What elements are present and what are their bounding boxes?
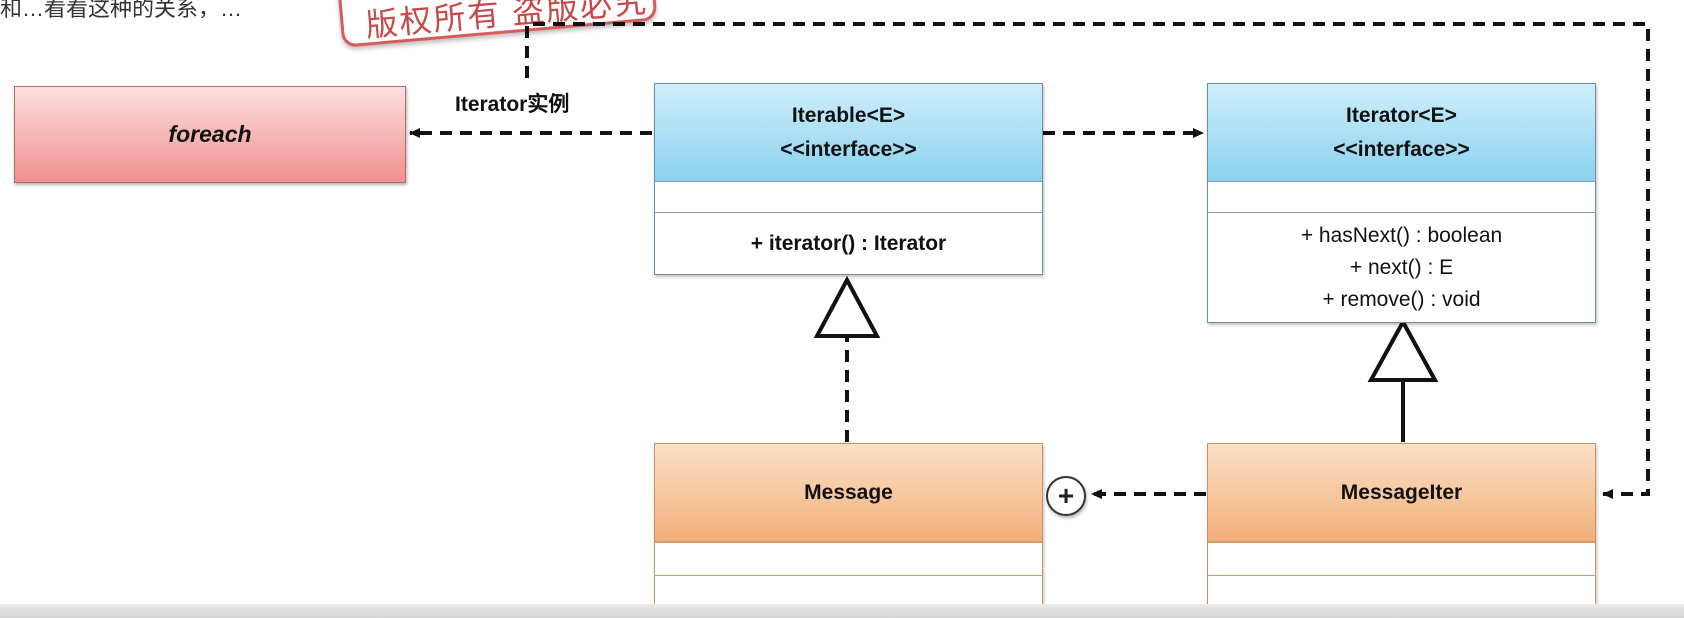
message-name: Message (804, 480, 893, 504)
iterator-header: Iterator<E> <<interface>> (1208, 84, 1595, 181)
message-attributes (655, 542, 1042, 575)
iterator-operations: + hasNext() : boolean + next() : E + rem… (1208, 212, 1595, 322)
messageiter-operations (1208, 575, 1595, 607)
messageiter-header: MessageIter (1208, 444, 1595, 542)
iterable-header: Iterable<E> <<interface>> (655, 84, 1042, 181)
realization-triangle-iterable (813, 275, 881, 338)
iterable-operation: + iterator() : Iterator (750, 231, 947, 255)
foreach-label: foreach (168, 121, 252, 147)
messageiter-class-box: MessageIter (1207, 443, 1596, 608)
iterator-operation: + remove() : void (1322, 287, 1481, 311)
nesting-plus-icon: + (1046, 476, 1086, 516)
iterable-operations: + iterator() : Iterator (655, 212, 1042, 274)
iterable-attributes (655, 181, 1042, 212)
iterator-attributes (1208, 181, 1595, 212)
foreach-node: foreach (14, 86, 406, 183)
iterator-operation: + hasNext() : boolean (1300, 223, 1503, 247)
iterator-name: Iterator<E> (1346, 103, 1457, 127)
iterator-stereotype: <<interface>> (1333, 137, 1470, 161)
iterable-interface-box: Iterable<E> <<interface>> + iterator() :… (654, 83, 1043, 275)
messageiter-name: MessageIter (1340, 480, 1463, 504)
iterator-instance-label: Iterator实例 (455, 93, 570, 116)
bottom-edge (0, 604, 1684, 618)
messageiter-attributes (1208, 542, 1595, 575)
message-header: Message (655, 444, 1042, 542)
iterable-stereotype: <<interface>> (780, 137, 917, 161)
edge-loop-to-messageiter (525, 22, 1650, 499)
message-operations (655, 575, 1042, 607)
iterator-interface-box: Iterator<E> <<interface>> + hasNext() : … (1207, 83, 1596, 323)
top-caption: 和…看看这种的关系，… (0, 0, 243, 18)
realization-triangle-iterator (1367, 317, 1439, 382)
iterator-operation: + next() : E (1349, 255, 1454, 279)
iterable-name: Iterable<E> (791, 103, 906, 127)
message-class-box: Message (654, 443, 1043, 608)
